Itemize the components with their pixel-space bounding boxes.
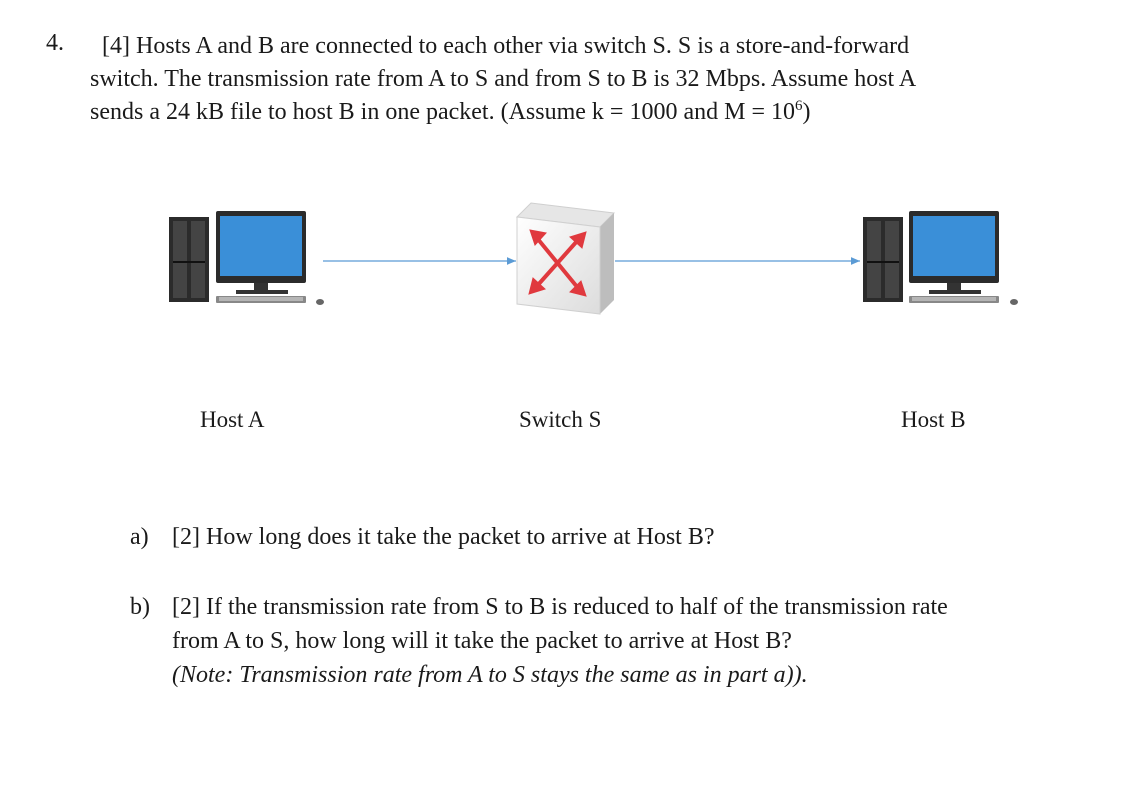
part-a-text: [2] How long does it take the packet to … (172, 524, 715, 550)
part-b-line-2: from A to S, how long will it take the p… (172, 628, 792, 654)
host-b-label: Host B (901, 407, 966, 432)
part-b-line-1: [2] If the transmission rate from S to B… (172, 594, 948, 620)
part-a-marker: a) (130, 524, 149, 550)
part-b-marker: b) (130, 594, 150, 620)
question-line-2: switch. The transmission rate from A to … (90, 66, 917, 92)
host-a-label: Host A (200, 407, 265, 432)
question-text: [4] Hosts A and B are connected to each … (90, 30, 1080, 129)
question-number: 4. (46, 30, 64, 56)
network-diagram (169, 202, 1018, 315)
switch-s-label: Switch S (519, 407, 602, 432)
question-line-3-text: sends a 24 kB file to host B in one pack… (90, 99, 795, 125)
switch-icon (515, 202, 616, 315)
host-b-computer-icon (863, 211, 1018, 305)
part-b: b) [2] If the transmission rate from S t… (130, 590, 1092, 692)
part-b-note: (Note: Transmission rate from A to S sta… (172, 662, 808, 688)
host-a-computer-icon (169, 211, 324, 305)
part-a: a) [2] How long does it take the packet … (130, 520, 715, 554)
exponent: 6 (795, 98, 803, 114)
question-line-3-close: ) (802, 99, 811, 125)
question-line-1: [4] Hosts A and B are connected to each … (102, 33, 910, 59)
question-line-3: sends a 24 kB file to host B in one pack… (90, 96, 1080, 129)
